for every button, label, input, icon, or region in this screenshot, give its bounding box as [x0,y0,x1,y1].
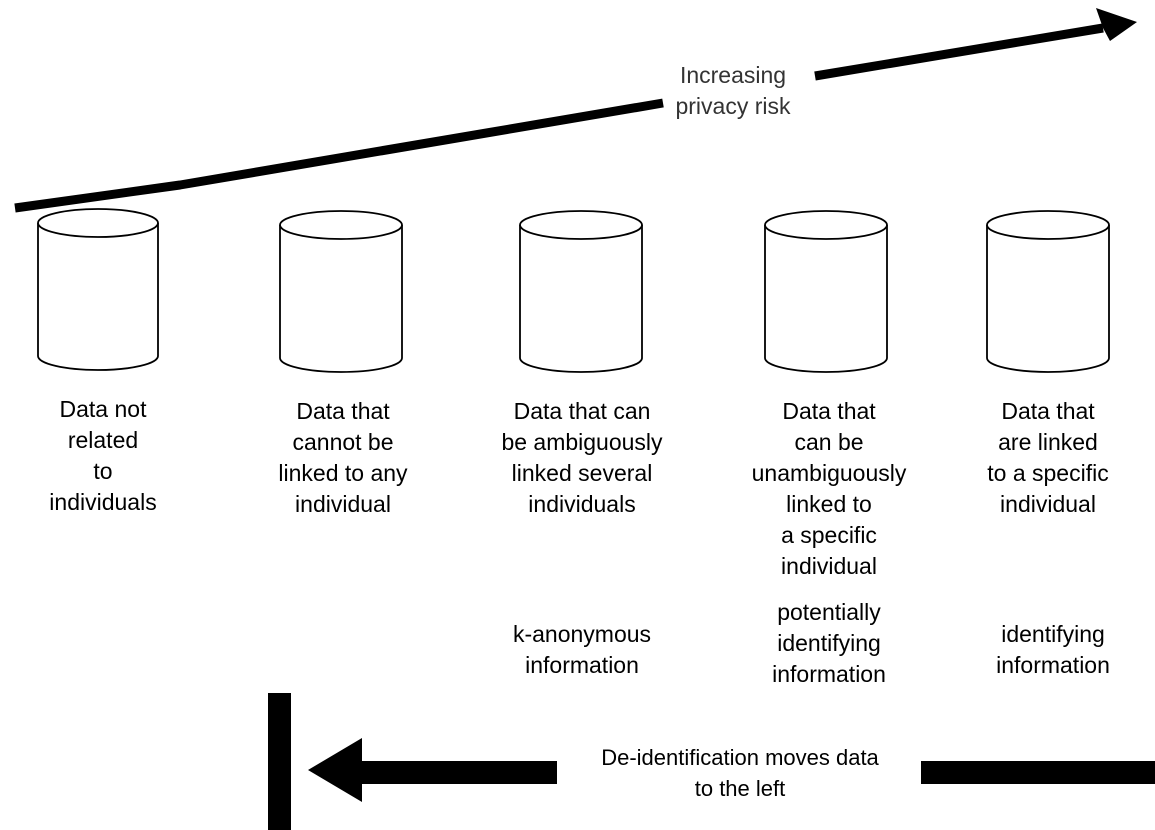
database-cylinder-1-top [37,208,159,238]
deidentification-label: De-identification moves data to the left [601,745,879,801]
database-cylinder-1 [37,208,159,371]
database-cylinder-5-top [986,210,1110,240]
database-cylinder-3-top [519,210,643,240]
deidentification-arrow [268,693,1155,830]
deidentification-barrier-bar [268,693,291,830]
deidentification-arrow-shaft-right [921,761,1155,784]
privacy-risk-arrowhead-icon [1096,8,1137,41]
privacy-risk-arrow [14,8,1137,213]
column-5-category: identifying information [996,621,1110,678]
database-cylinder-3 [519,210,643,373]
column-5-description: Data that are linked to a specific indiv… [987,398,1109,517]
column-4-description: Data that can be unambiguously linked to… [751,398,907,579]
database-cylinder-2 [279,210,403,373]
database-cylinder-5 [986,210,1110,373]
privacy-risk-arrow-shaft-right [814,23,1104,81]
deidentification-arrowhead-icon [308,738,362,802]
privacy-risk-label: Increasing privacy risk [675,62,791,119]
column-2-description: Data that cannot be linked to any indivi… [278,398,408,517]
column-3-category: k-anonymous information [512,621,652,678]
column-3-description: Data that can be ambiguously linked seve… [501,398,663,517]
column-1-description: Data not related to individuals [49,396,157,515]
deidentification-arrow-shaft-left [360,761,557,784]
column-4-category: potentially identifying information [772,599,886,687]
database-cylinder-4 [764,210,888,373]
privacy-risk-arrow-shaft-left [14,98,664,213]
database-cylinder-4-top [764,210,888,240]
database-cylinder-2-top [279,210,403,240]
